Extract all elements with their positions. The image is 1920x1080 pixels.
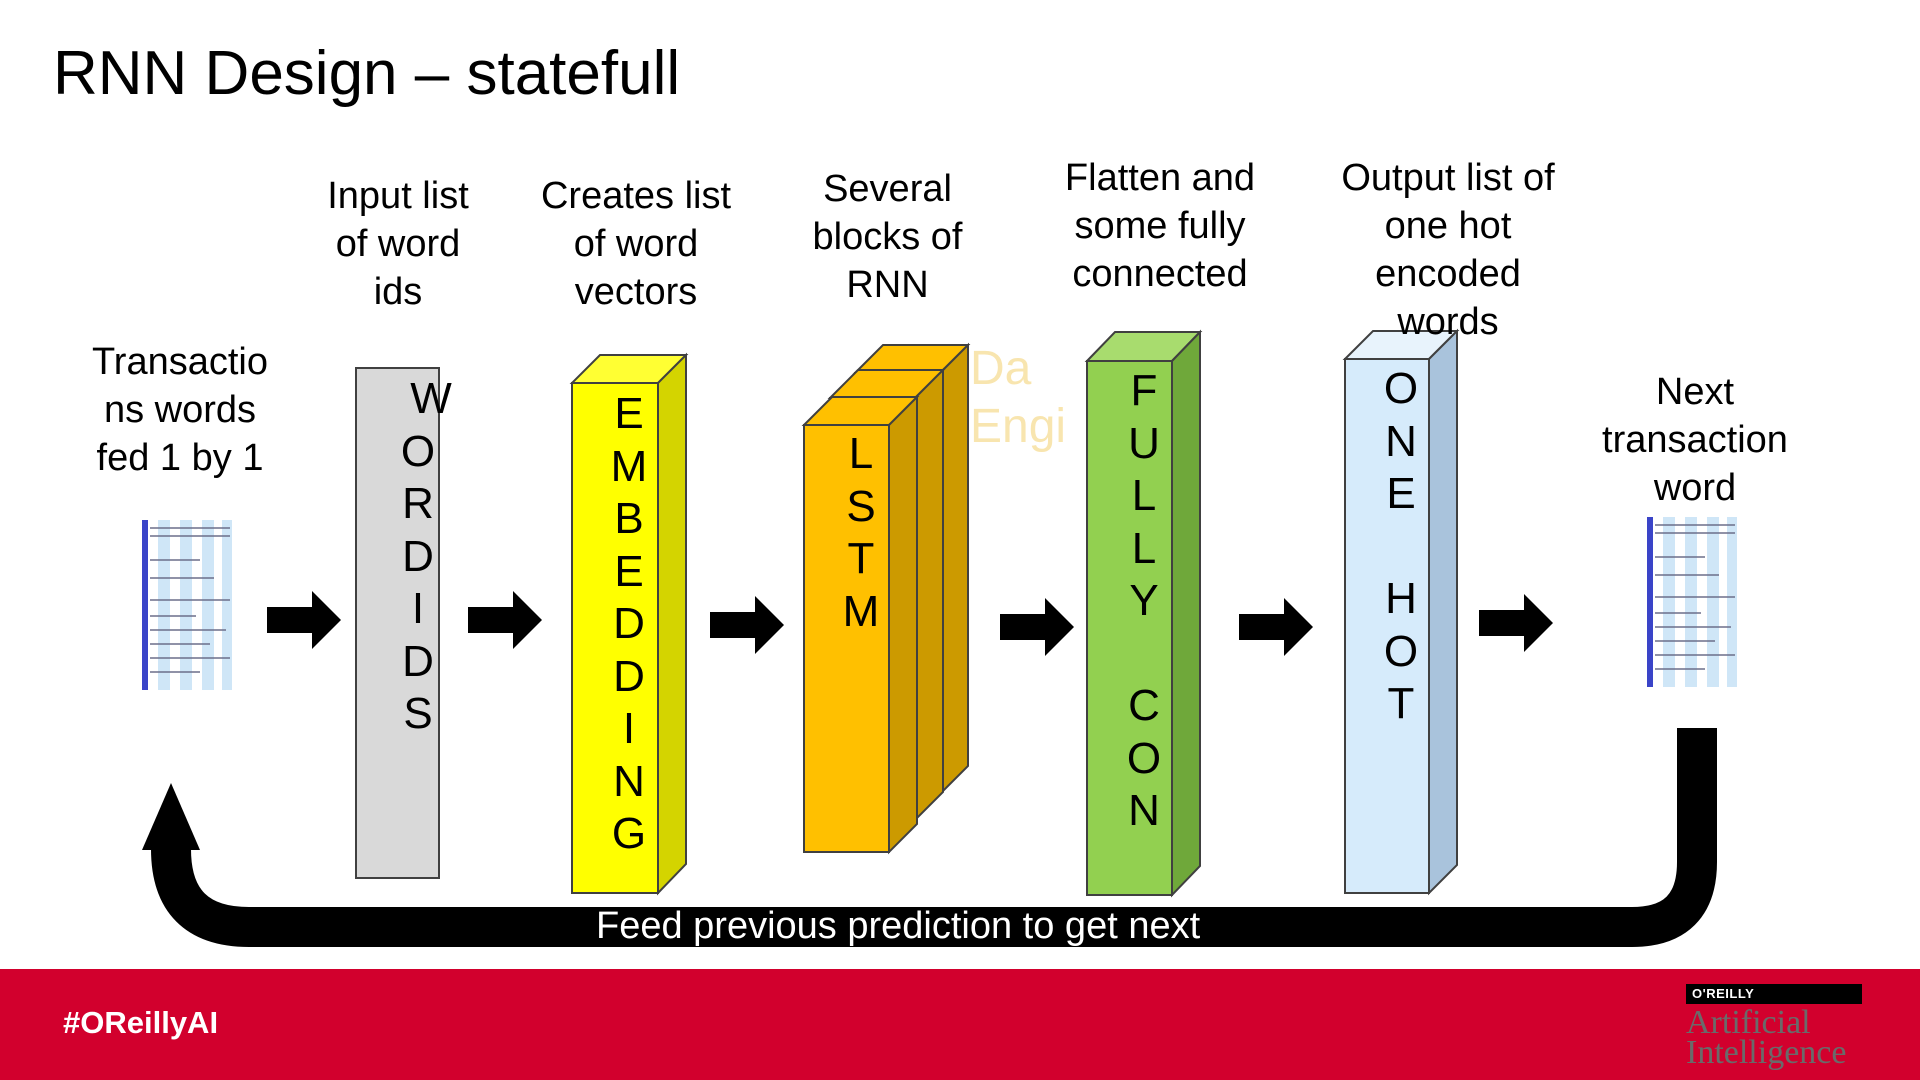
embedding-letters: E M B E D D I N G: [604, 388, 654, 861]
arrow-right-icon: [267, 591, 341, 649]
block-letter: D: [613, 598, 645, 651]
caption-input: Input list of word ids: [298, 172, 498, 316]
caption-output: Output list of one hot encoded words: [1318, 154, 1578, 346]
onehot-letters: O N E H O T: [1376, 363, 1426, 731]
arrow-right-icon: [468, 591, 542, 649]
block-letter: D: [402, 636, 434, 689]
block-letter: B: [614, 493, 643, 546]
arrow-right-icon: [1239, 598, 1313, 656]
next-word-document-icon: [1647, 517, 1739, 687]
feedback-loop-label: Feed previous prediction to get next: [596, 903, 1246, 949]
block-letter: R: [402, 478, 434, 531]
oreilly-ai-logo: O'REILLY Artificial Intelligence: [1686, 984, 1862, 1068]
block-letter: I: [412, 583, 424, 636]
block-letter: S: [403, 688, 432, 741]
caption-flatten: Flatten and some fully connected: [1040, 154, 1280, 298]
block-letter: I: [623, 703, 635, 756]
caption-rnn: Several blocks of RNN: [780, 165, 995, 309]
block-letter: D: [613, 651, 645, 704]
block-letter: N: [1128, 785, 1160, 838]
caption-transactions: Transactio ns words fed 1 by 1: [70, 338, 290, 482]
arrow-right-icon: [710, 596, 784, 654]
fully-letters: F U L L Y C O N: [1119, 365, 1169, 838]
block-letter: S: [846, 481, 875, 534]
wordids-letters: W O R D I D S: [394, 373, 442, 741]
block-letter: U: [1128, 418, 1160, 471]
block-letter: M: [611, 441, 648, 494]
block-letter: O: [1384, 626, 1418, 679]
footer-bar: [0, 969, 1920, 1080]
arrow-right-icon: [1000, 598, 1074, 656]
block-letter: T: [1388, 678, 1415, 731]
block-letter: L: [849, 428, 873, 481]
lstm-block: [804, 345, 968, 852]
transactions-document-icon: [142, 520, 234, 690]
block-letter: N: [613, 756, 645, 809]
block-letter: G: [612, 808, 646, 861]
arrow-right-icon: [1479, 594, 1553, 652]
block-letter: T: [848, 533, 875, 586]
block-letter: O: [1384, 363, 1418, 416]
caption-next-word: Next transaction word: [1575, 368, 1815, 512]
block-letter: N: [1385, 416, 1417, 469]
caption-embedding: Creates list of word vectors: [520, 172, 752, 316]
block-letter: M: [843, 586, 880, 639]
block-letter: E: [614, 546, 643, 599]
block-letter: Y: [1129, 575, 1158, 628]
block-letter: E: [614, 388, 643, 441]
block-letter: O: [401, 426, 435, 479]
block-letter: W: [410, 373, 452, 426]
block-letter: L: [1132, 470, 1156, 523]
footer-hashtag: #OReillyAI: [63, 1005, 218, 1041]
block-letter: F: [1131, 365, 1158, 418]
logo-line-2: Intelligence: [1686, 1038, 1862, 1068]
block-letter: L: [1132, 523, 1156, 576]
block-letter: C: [1128, 680, 1160, 733]
block-letter: D: [402, 531, 434, 584]
logo-brand: O'REILLY: [1686, 984, 1862, 1004]
block-letter: H: [1385, 573, 1417, 626]
lstm-letters: L S T M: [836, 428, 886, 638]
block-letter: O: [1127, 733, 1161, 786]
block-letter: E: [1386, 468, 1415, 521]
